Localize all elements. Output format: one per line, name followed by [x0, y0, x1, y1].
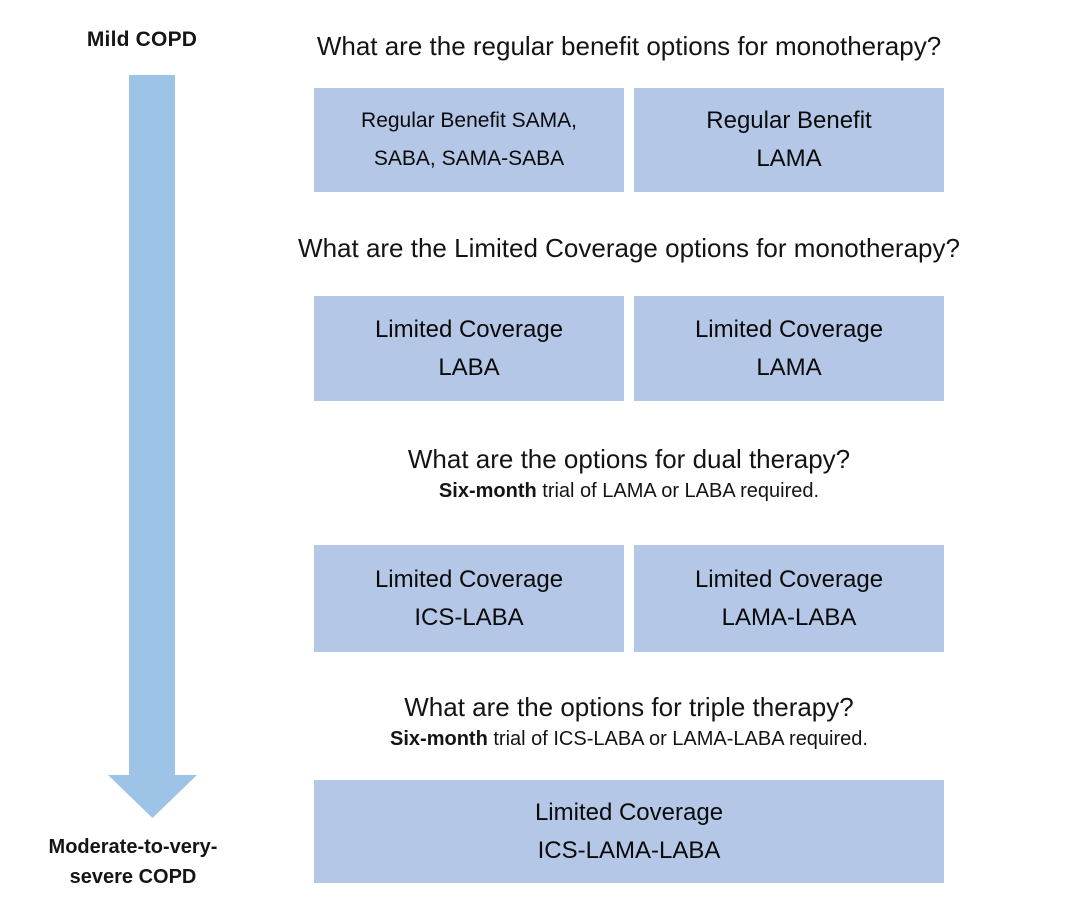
option-box-row-triple-therapy: Limited Coverage ICS-LAMA-LABA	[314, 780, 944, 883]
question-text: What are the Limited Coverage options fo…	[298, 233, 960, 263]
moderate-copd-label-line1: Moderate-to-very-	[48, 836, 218, 858]
option-box-line: Regular Benefit	[706, 107, 872, 134]
option-box-limited-coverage-lama-laba: Limited Coverage LAMA-LABA	[634, 545, 944, 652]
option-box-line: ICS-LAMA-LABA	[537, 836, 721, 864]
question-note: Six-month trial of LAMA or LABA required…	[264, 478, 994, 504]
option-box-line: Limited Coverage	[694, 315, 884, 343]
option-box-line: Regular Benefit SAMA,	[361, 109, 577, 132]
question-note: Six-month trial of ICS-LABA or LAMA-LABA…	[264, 726, 994, 752]
option-box-line: LAMA	[756, 145, 822, 172]
question-regular-benefit-monotherapy: What are the regular benefit options for…	[264, 30, 994, 62]
severity-down-arrow-icon	[108, 75, 197, 818]
question-triple-therapy: What are the options for triple therapy?…	[264, 691, 994, 752]
question-note-bold: Six-month	[438, 480, 537, 502]
option-box-line: LAMA-LABA	[721, 603, 857, 631]
option-box-regular-benefit-lama: Regular Benefit LAMA	[634, 88, 944, 192]
option-box-limited-coverage-lama: Limited Coverage LAMA	[634, 296, 944, 401]
question-limited-coverage-monotherapy: What are the Limited Coverage options fo…	[264, 232, 994, 264]
option-box-regular-benefit-sama-saba: Regular Benefit SAMA, SABA, SAMA-SABA	[314, 88, 624, 192]
question-text: What are the regular benefit options for…	[316, 31, 942, 61]
question-note-bold: Six-month	[390, 728, 488, 750]
moderate-copd-label-line2: severe COPD	[69, 866, 197, 888]
option-box-line: Limited Coverage	[694, 565, 884, 593]
option-box-line: ICS-LABA	[414, 603, 524, 631]
question-note-rest: trial of ICS-LABA or LAMA-LABA required.	[487, 728, 868, 750]
option-box-line: Limited Coverage	[534, 798, 724, 826]
question-text: What are the options for dual therapy?	[407, 444, 851, 474]
moderate-copd-label: Moderate-to-very- severe COPD	[33, 832, 233, 892]
mild-copd-label: Mild COPD	[86, 28, 198, 51]
option-box-line: Limited Coverage	[374, 315, 564, 343]
option-box-row-monotherapy-regular: Regular Benefit SAMA, SABA, SAMA-SABA Re…	[314, 88, 944, 192]
option-box-limited-coverage-ics-laba: Limited Coverage ICS-LABA	[314, 545, 624, 652]
option-box-line: LABA	[438, 353, 500, 381]
option-box-limited-coverage-ics-lama-laba: Limited Coverage ICS-LAMA-LABA	[314, 780, 944, 883]
option-box-limited-coverage-laba: Limited Coverage LABA	[314, 296, 624, 401]
option-box-row-monotherapy-limited: Limited Coverage LABA Limited Coverage L…	[314, 296, 944, 401]
option-box-line: LAMA	[756, 353, 822, 381]
question-text: What are the options for triple therapy?	[404, 692, 854, 722]
question-dual-therapy: What are the options for dual therapy? S…	[264, 443, 994, 504]
option-box-line: SABA, SAMA-SABA	[373, 147, 565, 170]
option-box-line: Limited Coverage	[374, 565, 564, 593]
question-note-rest: trial of LAMA or LABA required.	[536, 480, 820, 502]
option-box-row-dual-therapy: Limited Coverage ICS-LABA Limited Covera…	[314, 545, 944, 652]
